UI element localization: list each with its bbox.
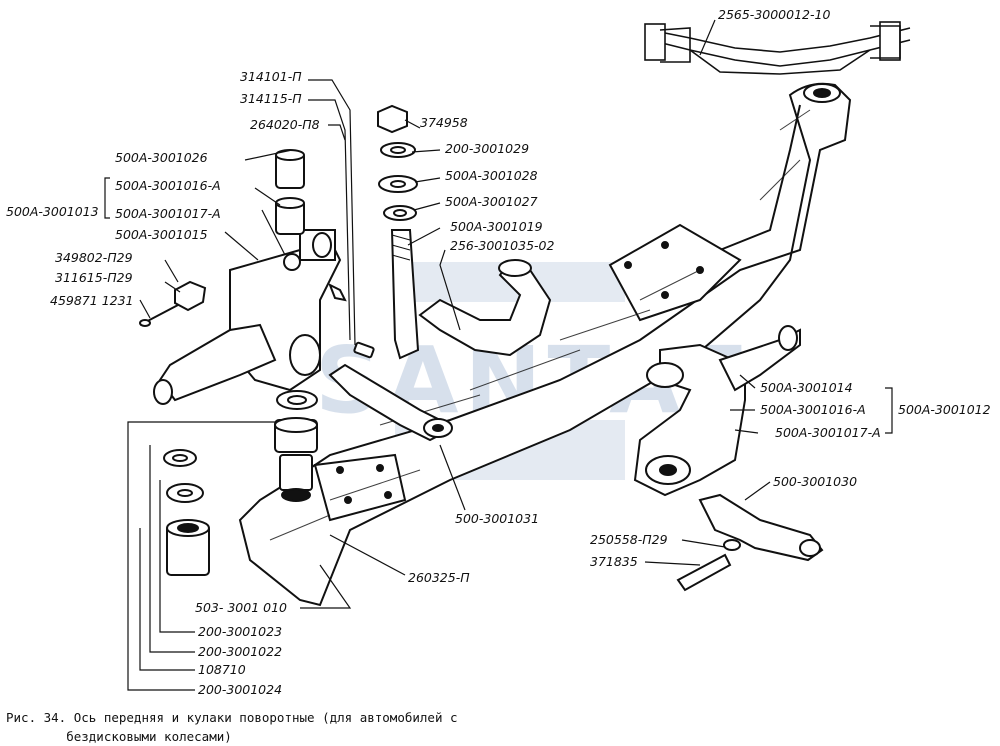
label-374958: 374958 xyxy=(420,115,468,130)
label-250558: 250558-П29 xyxy=(590,532,668,547)
label-500A-3001012: 500А-3001012 xyxy=(898,402,991,417)
label-500A-3001016A-right: 500А-3001016-А xyxy=(760,402,866,417)
label-459871: 459871 1231 xyxy=(50,293,134,308)
label-264020: 264020-П8 xyxy=(250,117,320,132)
label-200-3001024: 200-3001024 xyxy=(198,682,282,697)
label-500A-3001017A-left: 500А-3001017-А xyxy=(115,206,221,221)
label-311615: 311615-П29 xyxy=(55,270,133,285)
label-256-3001035: 256-3001035-02 xyxy=(450,238,555,253)
label-500A-3001026: 500А-3001026 xyxy=(115,150,208,165)
label-500-3001031: 500-3001031 xyxy=(455,511,539,526)
tie-rod-arm-center xyxy=(328,363,453,442)
caption-line-1: Рис. 34. Ось передняя и кулаки поворотны… xyxy=(6,710,458,725)
castle-nut-and-pin xyxy=(139,280,207,327)
label-500A-3001019: 500А-3001019 xyxy=(450,219,543,234)
left-lower-washers xyxy=(163,449,210,576)
label-500A-3001016A-left: 500А-3001016-А xyxy=(115,178,221,193)
left-steering-knuckle xyxy=(153,229,342,405)
label-349802: 349802-П29 xyxy=(55,250,133,265)
figure-caption: Рис. 34. Ось передняя и кулаки поворотны… xyxy=(6,708,458,746)
leader-lines xyxy=(104,19,893,691)
label-260325: 260325-П xyxy=(408,570,470,585)
left-kingpin-stack xyxy=(274,149,375,502)
steering-arm xyxy=(418,259,552,357)
right-steering-arm xyxy=(676,493,824,592)
axle-assembly-thumbnail xyxy=(644,21,911,75)
label-500A-3001027: 500А-3001027 xyxy=(445,194,538,209)
label-500-3001030: 500-3001030 xyxy=(773,474,857,489)
label-200-3001022: 200-3001022 xyxy=(198,644,282,659)
front-axle-beam xyxy=(238,82,852,607)
label-503-3001010: 503- 3001 010 xyxy=(195,600,287,615)
caption-line-2: бездисковыми колесами) xyxy=(6,729,232,744)
right-steering-knuckle xyxy=(633,325,801,497)
label-500A-3001015: 500А-3001015 xyxy=(115,227,208,242)
center-bolt-stack xyxy=(377,104,420,360)
part-labels: 2565-3000012-10 314101-П 314115-П 264020… xyxy=(6,7,991,697)
label-200-3001023: 200-3001023 xyxy=(198,624,282,639)
label-371835: 371835 xyxy=(590,554,638,569)
label-314115: 314115-П xyxy=(240,91,302,106)
label-500A-3001013: 500А-3001013 xyxy=(6,204,99,219)
label-500A-3001017A-right: 500А-3001017-А xyxy=(775,425,881,440)
label-500A-3001014: 500А-3001014 xyxy=(760,380,853,395)
label-axle-assembly: 2565-3000012-10 xyxy=(718,7,830,22)
label-500A-3001028: 500А-3001028 xyxy=(445,168,538,183)
label-314101: 314101-П xyxy=(240,69,302,84)
label-108710: 108710 xyxy=(198,662,246,677)
label-200-3001029: 200-3001029 xyxy=(445,141,529,156)
